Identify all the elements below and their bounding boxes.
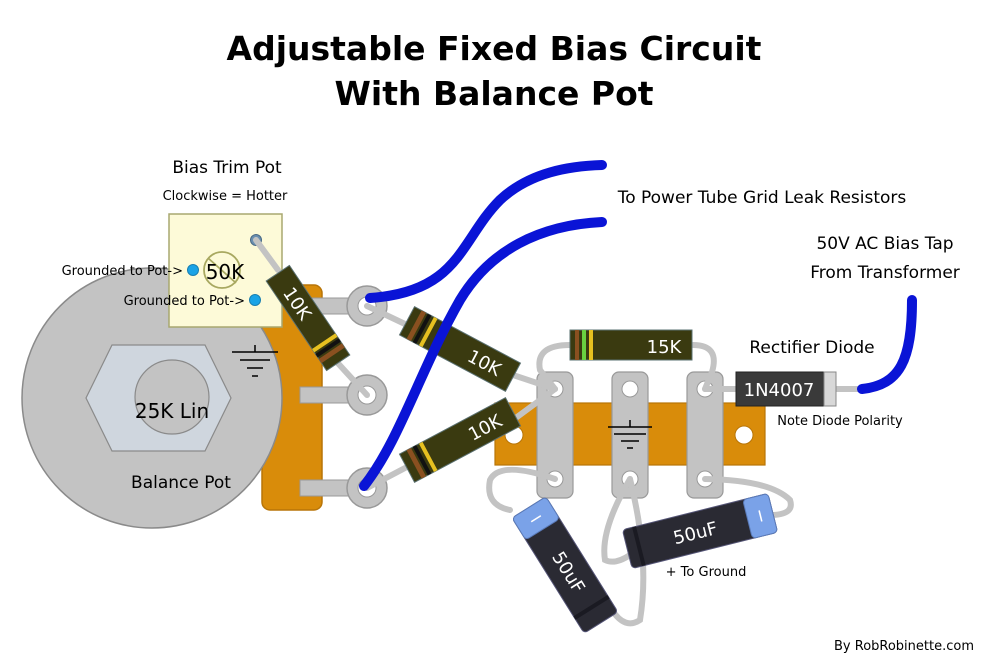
resistor-15k: 15K (569, 329, 693, 361)
diode-1n4007: 1N4007 (735, 371, 837, 407)
trim-pot-lug-bottom (249, 294, 261, 306)
to-power-tube-label: To Power Tube Grid Leak Resistors (617, 188, 907, 208)
trim-pot-body (168, 213, 283, 328)
wire-grid-leak-1 (365, 160, 607, 303)
pot-shaft (134, 359, 210, 435)
trim-pot-lug-left (187, 264, 199, 276)
wire-grid-leak-2 (359, 217, 607, 491)
rectifier-diode-label: Rectifier Diode (749, 338, 874, 358)
ground-icon (232, 345, 278, 377)
grounded-to-pot-label-2: Grounded to Pot-> (124, 294, 245, 309)
cap-right-polarity: − (749, 506, 773, 526)
terminal-lugs (536, 371, 724, 499)
balance-pot-label: Balance Pot (131, 473, 231, 493)
credit-label: By RobRobinette.com (834, 639, 974, 654)
diode-value: 1N4007 (744, 380, 815, 401)
capacitor-right: − 50uF (622, 493, 778, 569)
capacitor-left: − 50uF (513, 497, 617, 633)
diode-cathode-band (823, 371, 837, 407)
bias-tap-label-1: 50V AC Bias Tap (816, 234, 953, 254)
strip-ground-icon (608, 420, 652, 449)
resistor-10k-pot: 10K (265, 264, 351, 372)
wire-bias-tap (857, 295, 917, 394)
clockwise-hotter-label: Clockwise = Hotter (163, 189, 288, 204)
plus-to-ground-label: + To Ground (666, 565, 747, 580)
trim-pot-dial[interactable] (203, 251, 241, 289)
balance-pot-value: 25K Lin (135, 399, 209, 423)
component-leads (253, 237, 865, 627)
note-diode-polarity-label: Note Diode Polarity (777, 414, 903, 429)
trim-pot-slot (207, 257, 237, 284)
bias-trim-pot-label: Bias Trim Pot (172, 158, 282, 178)
title-line-2: With Balance Pot (334, 74, 653, 113)
bias-tap-label-2: From Transformer (810, 263, 960, 283)
blue-wires (359, 160, 917, 491)
title-line-1: Adjustable Fixed Bias Circuit (227, 29, 762, 68)
trim-pot-value: 50K (206, 260, 245, 284)
resistor-strip-value: 15K (647, 337, 683, 358)
grounded-to-pot-label-1: Grounded to Pot-> (62, 264, 183, 279)
